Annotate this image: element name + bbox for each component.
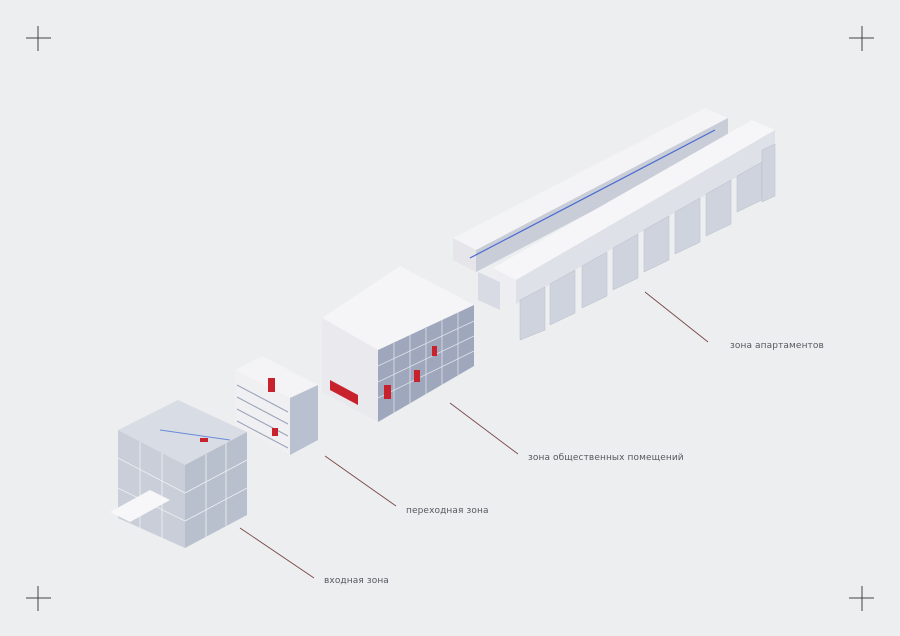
public-block (322, 266, 475, 422)
crop-mark-top-left (26, 26, 51, 51)
entry-block (110, 400, 248, 548)
label-apartments: зона апартаментов (730, 341, 824, 351)
transition-block (235, 356, 318, 455)
apartment-piers (519, 143, 776, 341)
crop-mark-bottom-left (26, 586, 51, 611)
label-public: зона общественных помещений (528, 453, 684, 463)
leader-apartments (644, 291, 709, 343)
leader-lines (239, 291, 709, 579)
crop-marks (26, 26, 874, 611)
leader-entry (239, 527, 315, 579)
label-entry: входная зона (324, 576, 389, 586)
leader-transition (324, 455, 397, 507)
apartments-block (453, 108, 776, 341)
crop-mark-bottom-right (849, 586, 874, 611)
crop-mark-top-right (849, 26, 874, 51)
leader-public (449, 402, 519, 455)
label-transition: переходная зона (406, 506, 489, 516)
